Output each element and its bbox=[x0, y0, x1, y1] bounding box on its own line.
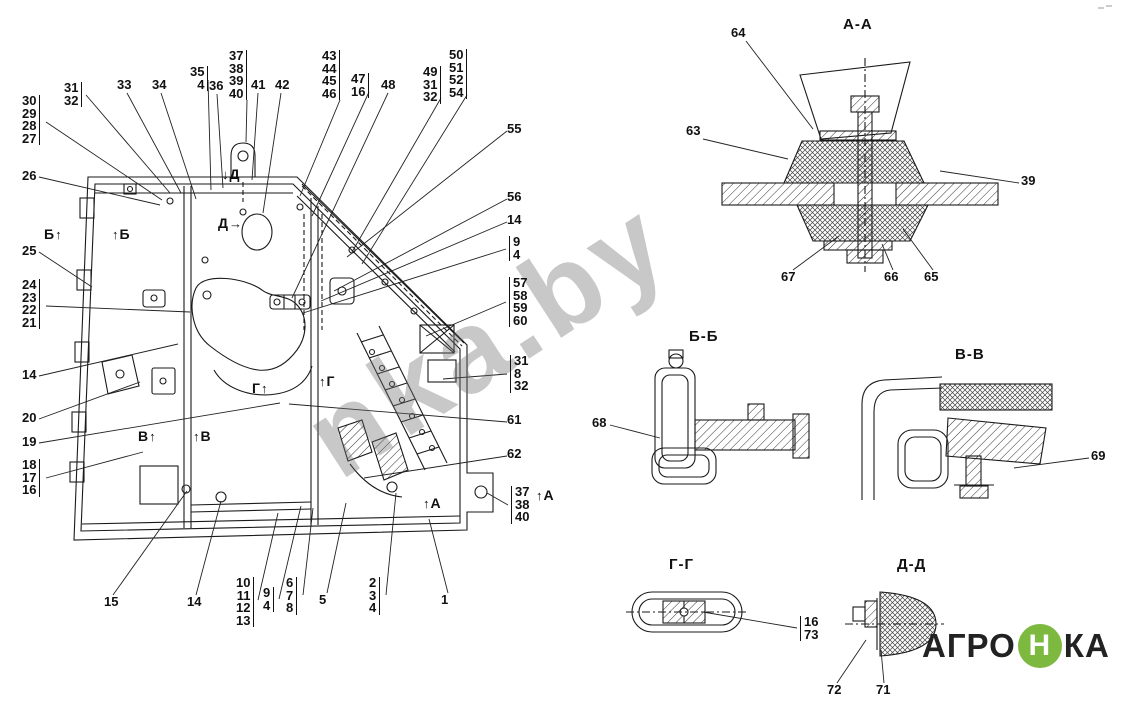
leader-line bbox=[38, 343, 179, 377]
leader-line bbox=[939, 170, 1020, 184]
leader-line bbox=[385, 492, 397, 596]
leader-line bbox=[45, 451, 144, 479]
leader-line bbox=[45, 305, 191, 313]
leader-line bbox=[278, 505, 302, 600]
leader-line bbox=[609, 424, 661, 439]
leader-line bbox=[262, 92, 282, 214]
leader-line bbox=[126, 92, 182, 194]
leader-line bbox=[38, 176, 161, 206]
leader-line bbox=[251, 92, 259, 181]
leader-line bbox=[361, 94, 468, 265]
leader-line bbox=[425, 301, 507, 337]
leader-line bbox=[702, 138, 789, 160]
leader-lines bbox=[38, 40, 1090, 684]
leader-line bbox=[326, 502, 347, 594]
leader-line bbox=[112, 490, 188, 596]
leader-line bbox=[45, 121, 163, 201]
leader-line bbox=[363, 455, 508, 479]
leader-line bbox=[346, 130, 508, 258]
leader-line bbox=[257, 512, 279, 601]
leader-line bbox=[311, 91, 370, 217]
leader-line bbox=[745, 40, 814, 130]
leader-line bbox=[792, 235, 840, 271]
leader-line bbox=[216, 93, 224, 189]
leader-line bbox=[1013, 457, 1090, 469]
leader-line bbox=[486, 492, 509, 506]
section-dd-drawing bbox=[845, 591, 944, 657]
logo-text-right: КА bbox=[1063, 627, 1110, 664]
leader-line bbox=[702, 611, 798, 629]
leader-line bbox=[245, 99, 248, 143]
leader-line bbox=[881, 243, 894, 271]
leader-line bbox=[38, 381, 141, 420]
section-vv-drawing bbox=[861, 376, 1053, 500]
corner-mark bbox=[1098, 5, 1112, 9]
leader-line bbox=[428, 518, 449, 594]
leader-line bbox=[333, 198, 508, 292]
section-aa-drawing bbox=[721, 58, 999, 272]
leader-line bbox=[902, 228, 934, 271]
leader-line bbox=[351, 97, 442, 253]
main-view-drawing bbox=[69, 142, 494, 541]
section-bb-drawing bbox=[651, 349, 810, 485]
leader-line bbox=[38, 251, 93, 288]
leader-line bbox=[302, 248, 507, 314]
logo-text-left: АГРО bbox=[922, 627, 1016, 664]
logo-circle: Н bbox=[1017, 624, 1062, 668]
leader-line bbox=[288, 403, 508, 423]
logo-circle-letter: Н bbox=[1028, 629, 1052, 662]
leader-line bbox=[442, 373, 508, 380]
brand-logo: АГРО Н КА bbox=[922, 624, 1110, 668]
leader-line bbox=[299, 99, 341, 197]
leader-line bbox=[207, 79, 212, 191]
leader-line bbox=[836, 639, 867, 684]
leader-line bbox=[880, 649, 885, 684]
leader-line bbox=[195, 500, 222, 596]
leader-line bbox=[302, 507, 314, 596]
leader-line bbox=[291, 92, 389, 299]
leader-line bbox=[85, 94, 171, 194]
section-gg-drawing bbox=[626, 591, 748, 633]
leader-line bbox=[160, 92, 197, 200]
leader-line bbox=[38, 402, 281, 444]
leader-line bbox=[320, 221, 508, 302]
